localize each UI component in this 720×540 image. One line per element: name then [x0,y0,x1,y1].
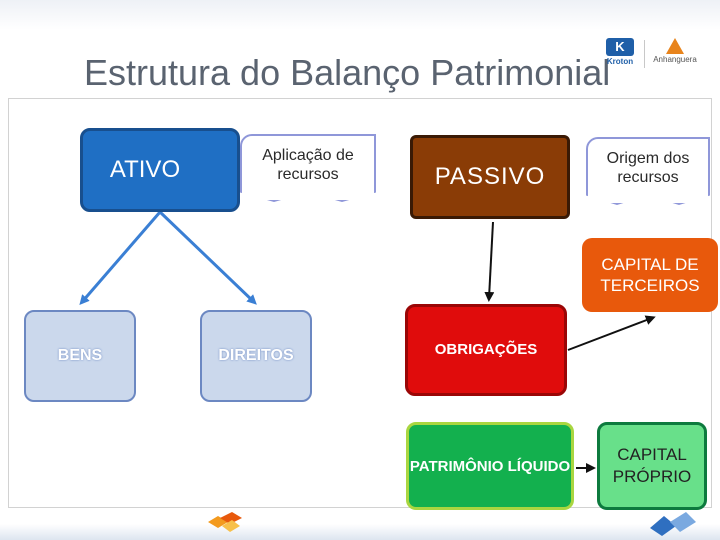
ativo-box: ATIVO [80,128,240,212]
aplicacao-recursos-note: Aplicação de recursos [240,134,376,202]
capital-proprio-box: CAPITAL PRÓPRIO [597,422,707,510]
passivo-box: PASSIVO [410,135,570,219]
origem-recursos-note: Origem dos recursos [586,137,710,205]
kroton-letter: K [606,38,634,56]
capital-terceiros-box: CAPITAL DE TERCEIROS [582,238,718,312]
slide-title: Estrutura do Balanço Patrimonial [84,52,611,93]
bottom-bar [0,524,720,540]
kroton-logo-icon: K Kroton [600,38,640,70]
top-bar [0,0,720,30]
orange-cubes-decoration [208,512,242,532]
blue-shapes-decoration [650,512,696,536]
anhanguera-name: Anhanguera [653,55,697,64]
anhanguera-mark [666,38,684,54]
obrigacoes-box: OBRIGAÇÕES [405,304,567,396]
patrimonio-liquido-box: PATRIMÔNIO LÍQUIDO [406,422,574,510]
anhanguera-logo-icon: Anhanguera [648,38,702,70]
bens-box: BENS [24,310,136,402]
direitos-box: DIREITOS [200,310,312,402]
logo-divider [644,40,645,68]
brand-logo: K Kroton Anhanguera [598,36,702,72]
kroton-name: Kroton [606,57,634,66]
